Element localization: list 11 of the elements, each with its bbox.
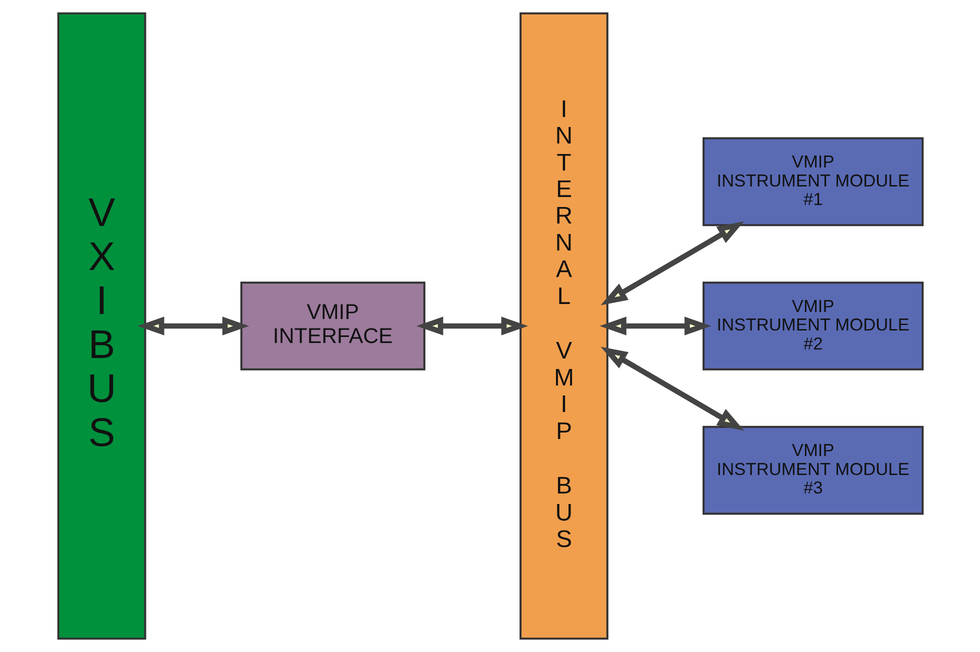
- arrow: [600, 221, 744, 306]
- node-box: INTERNAL VMIP BUS: [519, 12, 608, 640]
- node-box: VXIBUS: [56, 12, 146, 640]
- node-box: VMIP INSTRUMENT MODULE #3: [702, 426, 924, 515]
- node-box: VMIP INSTRUMENT MODULE #1: [702, 137, 924, 226]
- arrow: [416, 316, 528, 336]
- arrow: [599, 316, 711, 336]
- node-box: VMIP INSTRUMENT MODULE #2: [702, 282, 924, 370]
- arrow: [600, 346, 744, 431]
- node-box: VMIP INTERFACE: [240, 282, 425, 370]
- arrow: [136, 316, 249, 336]
